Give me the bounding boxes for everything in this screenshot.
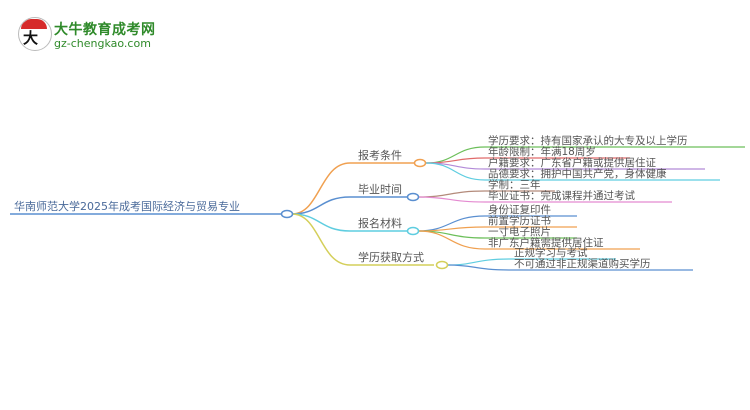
leaf-node[interactable]: 年龄限制：年满18周岁 (488, 146, 596, 158)
logo-title: 大牛教育成考网 (54, 22, 156, 38)
leaf-node[interactable]: 前置学历证书 (488, 215, 551, 227)
leaf-node[interactable]: 身份证复印件 (488, 204, 551, 216)
branch-node-registration-conditions[interactable]: 报考条件 (358, 149, 402, 162)
leaf-node[interactable]: 学历要求：持有国家承认的大专及以上学历 (488, 135, 688, 147)
leaf-node[interactable]: 毕业证书：完成课程并通过考试 (488, 190, 635, 202)
leaf-node[interactable]: 非广东户籍需提供居住证 (488, 237, 604, 249)
leaf-node[interactable]: 学制：三年 (488, 179, 541, 191)
leaf-node[interactable]: 一寸电子照片 (488, 226, 551, 238)
root-node[interactable]: 华南师范大学2025年成考国际经济与贸易专业 (14, 200, 240, 213)
leaf-node[interactable]: 不可通过非正规渠道购买学历 (514, 258, 651, 270)
site-logo[interactable]: 大牛 大牛教育成考网 gz-chengkao.com (18, 17, 188, 53)
branch-node-application-materials[interactable]: 报名材料 (358, 217, 402, 230)
leaf-node[interactable]: 户籍要求：广东省户籍或提供居住证 (488, 157, 656, 169)
logo-badge-icon: 大牛 (18, 17, 52, 51)
branch-node-graduation-time[interactable]: 毕业时间 (358, 183, 402, 196)
leaf-node[interactable]: 品德要求：拥护中国共产党，身体健康 (488, 168, 667, 180)
branch-node-degree-acquisition[interactable]: 学历获取方式 (358, 251, 424, 264)
logo-url: gz-chengkao.com (54, 37, 151, 50)
leaf-node[interactable]: 正规学习与考试 (514, 247, 588, 259)
